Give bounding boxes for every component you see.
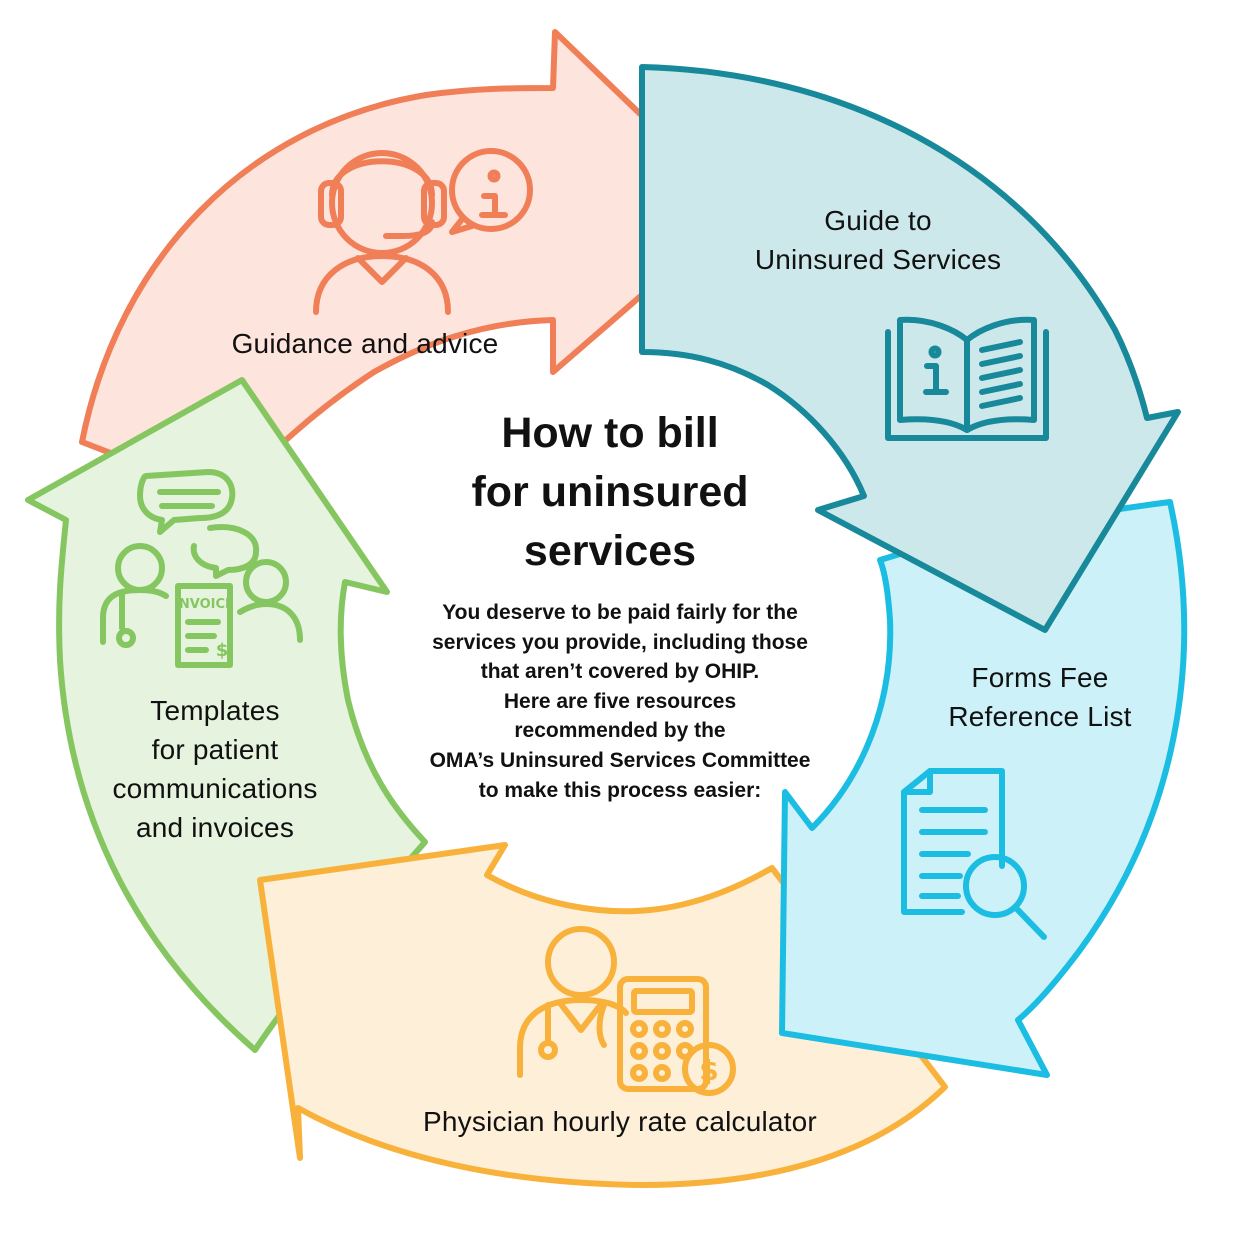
step-label-guidance: Guidance and advice	[231, 328, 499, 359]
invoice-communication-icon: INVOICE $	[100, 469, 303, 668]
svg-text:INVOICE: INVOICE	[174, 597, 234, 612]
intro-text: You deserve to be paid fairly for the se…	[429, 601, 811, 802]
svg-text:$: $	[216, 640, 229, 661]
physician-calculator-icon: $	[517, 926, 736, 1096]
step-label-calculator: Physician hourly rate calculator	[423, 1106, 817, 1137]
headset-agent-info-icon	[313, 148, 533, 315]
step-label-guide: Guide to Uninsured Services	[754, 205, 1002, 275]
diagram-title: How to bill for uninsured services	[471, 409, 749, 575]
arrow-guide	[639, 64, 1181, 633]
document-magnifier-icon	[901, 768, 1047, 940]
svg-text:$: $	[699, 1054, 718, 1087]
step-label-templates: Templates for patient communications and…	[112, 695, 318, 843]
open-book-info-icon	[885, 316, 1049, 441]
step-label-forms-fee: Forms Fee Reference List	[948, 662, 1132, 732]
